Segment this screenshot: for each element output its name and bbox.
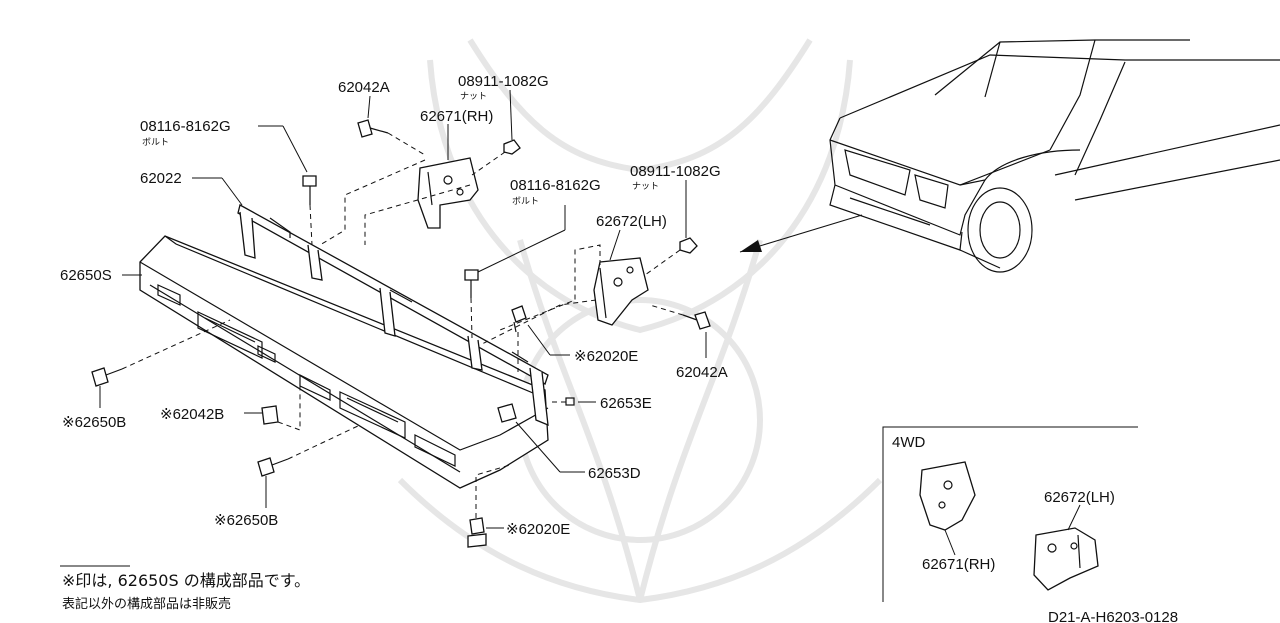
inset-bracket-62672-lh	[1033, 527, 1099, 591]
label-62042B: ※62042B	[160, 406, 224, 423]
label-62653E: 62653E	[600, 395, 652, 412]
inset-4wd: 4WD 62671(RH) 62672(LH)	[882, 426, 1138, 602]
note-line-1: ※印は, 62650S の構成部品です。	[62, 571, 310, 590]
inset-label-62672-lh: 62672(LH)	[1044, 489, 1115, 506]
label-62671-rh: 62671(RH)	[420, 108, 493, 125]
bumper-fascia-62650S	[139, 235, 549, 489]
label-08116-mid: 08116-8162G	[510, 177, 601, 194]
label-08116-left-sub: ボルト	[142, 137, 169, 148]
label-62020E-mid: ※62020E	[574, 348, 638, 365]
inset-bracket-62671-rh	[919, 461, 976, 531]
view-arrow-line	[739, 214, 863, 253]
label-62650B-left: ※62650B	[62, 414, 126, 431]
label-08911-right-sub: ナット	[632, 181, 659, 192]
label-62653D: 62653D	[588, 465, 641, 482]
label-62022: 62022	[140, 170, 182, 187]
bracket-62671-rh	[417, 157, 479, 229]
label-62020E-bottom: ※62020E	[506, 521, 570, 538]
label-08116-mid-sub: ボルト	[512, 196, 539, 207]
diagram-code: D21-A-H6203-0128	[1048, 609, 1178, 623]
label-08911-top-sub: ナット	[460, 91, 487, 102]
fasteners	[91, 119, 711, 548]
bracket-62672-lh	[593, 257, 649, 326]
truck-illustration	[829, 39, 1280, 273]
label-62650S: 62650S	[60, 267, 112, 284]
label-08116-left: 08116-8162G	[140, 118, 231, 135]
assembly-lines	[121, 132, 684, 518]
label-62042A-right: 62042A	[676, 364, 728, 381]
note-line-2: 表記以外の構成部品は非販売	[62, 596, 231, 612]
view-arrow-head	[740, 240, 762, 252]
reinforcement-62022	[237, 204, 549, 427]
label-08911-right: 08911-1082G	[630, 163, 721, 180]
label-62042A-top: 62042A	[338, 79, 390, 96]
inset-label-62671-rh: 62671(RH)	[922, 556, 995, 573]
inset-title: 4WD	[892, 434, 926, 451]
label-62672-lh: 62672(LH)	[596, 213, 667, 230]
leader-lines	[99, 89, 707, 529]
label-62650B-bottom: ※62650B	[214, 512, 278, 529]
label-08911-top: 08911-1082G	[458, 73, 549, 90]
